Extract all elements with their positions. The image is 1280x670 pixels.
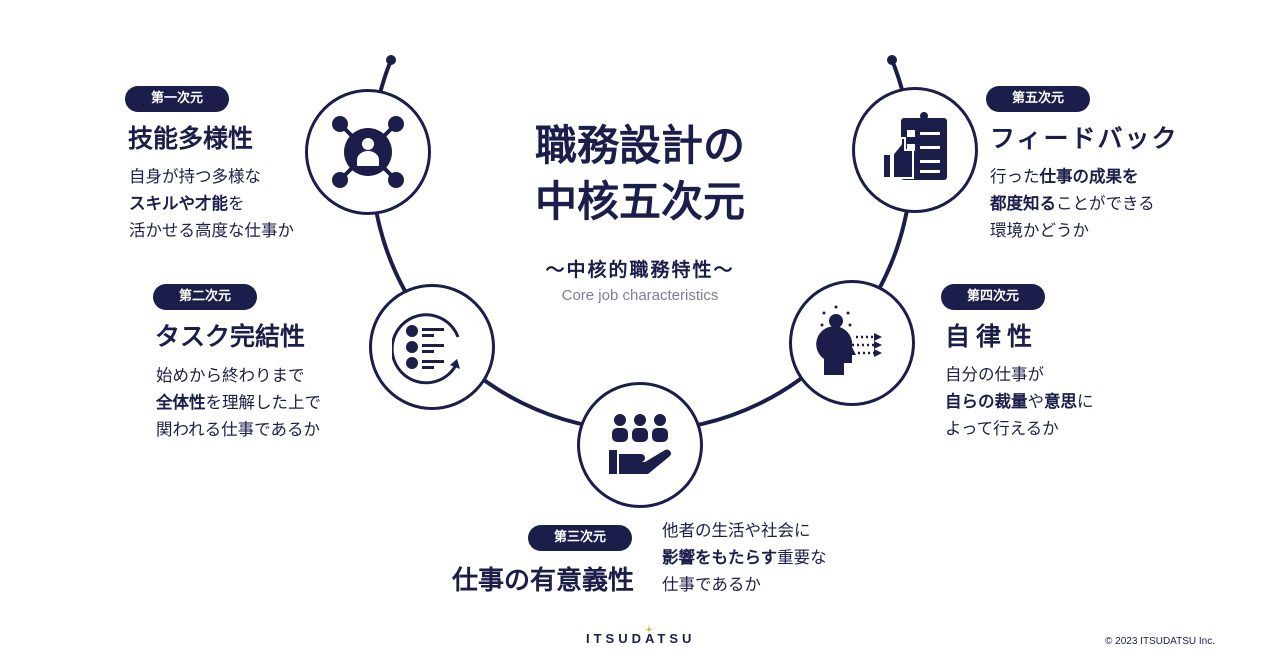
desc-emphasis: 影響をもたらす (662, 548, 778, 567)
desc-text: 自身が持つ多様な (129, 167, 261, 186)
title-dimension-1: 技能多様性 (128, 124, 254, 153)
badge-dimension-5: 第五次元 (986, 86, 1090, 112)
logo-star-icon (644, 625, 654, 633)
network-person-icon (332, 116, 404, 188)
desc-text: 活かせる高度な仕事か (129, 221, 294, 240)
desc-line: 自らの裁量や意思に (945, 388, 1094, 415)
title-dimension-5: フィードバック (990, 124, 1179, 153)
desc-text: 重要な (777, 548, 827, 567)
node-dimension-1 (305, 89, 431, 215)
desc-line: 全体性を理解した上で (156, 389, 321, 416)
desc-line: 自身が持つ多様な (129, 163, 294, 190)
node-dimension-5 (852, 87, 978, 213)
desc-dimension-5: 行った仕事の成果を都度知ることができる環境かどうか (990, 163, 1155, 244)
title-dimension-2: タスク完結性 (155, 322, 306, 351)
desc-line: 自分の仕事が (945, 361, 1094, 388)
desc-line: よって行えるか (945, 415, 1094, 442)
copyright: © 2023 ITSUDATSU Inc. (1105, 636, 1215, 647)
title-line-2: 中核五次元 (534, 177, 745, 226)
desc-line: 行った仕事の成果を (990, 163, 1155, 190)
subtitle: 〜中核的職務特性〜 (545, 259, 735, 281)
desc-line: 活かせる高度な仕事か (129, 217, 294, 244)
desc-text: や (1027, 392, 1045, 411)
desc-line: 仕事であるか (662, 571, 827, 598)
desc-line: 環境かどうか (990, 217, 1155, 244)
people-hand-icon (609, 414, 671, 474)
desc-line: 始めから終わりまで (156, 362, 321, 389)
page-title: 職務設計の 中核五次元 (440, 118, 840, 230)
logo-text: ITSUDATSU (586, 631, 696, 646)
node-dimension-3 (577, 382, 703, 508)
desc-line: 都度知ることができる (990, 190, 1155, 217)
desc-text: を (228, 194, 245, 213)
desc-dimension-2: 始めから終わりまで全体性を理解した上で関われる仕事であるか (156, 362, 321, 443)
node-dimension-2 (369, 284, 495, 410)
desc-text: よって行えるか (945, 419, 1059, 438)
badge-dimension-2: 第二次元 (153, 284, 257, 310)
desc-emphasis: 全体性 (156, 393, 206, 412)
desc-text: 自分の仕事が (945, 365, 1044, 384)
desc-text: 関われる仕事であるか (156, 420, 321, 439)
desc-text: 行った (990, 167, 1040, 186)
company-logo: ITSUDATSU (586, 625, 696, 646)
desc-text: 仕事であるか (662, 575, 761, 594)
clipboard-thumbsup-icon (882, 112, 947, 180)
desc-text: 他者の生活や社会に (662, 521, 811, 540)
badge-dimension-1: 第一次元 (125, 86, 229, 112)
arc-end-dot-right (887, 55, 897, 65)
desc-line: 影響をもたらす重要な (662, 544, 827, 571)
title-dimension-3: 仕事の有意義性 (451, 566, 634, 596)
desc-emphasis: 意思 (1044, 392, 1077, 411)
badge-dimension-4: 第四次元 (941, 284, 1045, 310)
desc-line: 関われる仕事であるか (156, 416, 321, 443)
arc-end-dot-left (386, 55, 396, 65)
checklist-cycle-icon (392, 313, 460, 385)
desc-line: 他者の生活や社会に (662, 517, 827, 544)
desc-text: 始めから終わりまで (156, 366, 305, 385)
title-dimension-4: 自律性 (945, 322, 1039, 351)
node-dimension-4 (789, 280, 915, 406)
desc-emphasis: 自らの裁量 (945, 392, 1028, 411)
badge-dimension-3: 第三次元 (528, 525, 632, 551)
desc-line: スキルや才能を (129, 190, 294, 217)
head-idea-icon (816, 305, 882, 375)
desc-emphasis: 都度知る (990, 194, 1056, 213)
desc-dimension-1: 自身が持つ多様なスキルや才能を活かせる高度な仕事か (129, 163, 294, 244)
desc-emphasis: スキルや才能 (129, 194, 228, 213)
desc-text: に (1077, 392, 1094, 411)
desc-text: を理解した上で (205, 393, 322, 412)
desc-text: ことができる (1056, 194, 1155, 213)
desc-dimension-4: 自分の仕事が自らの裁量や意思によって行えるか (945, 361, 1094, 442)
desc-emphasis: 仕事の成果を (1039, 167, 1139, 186)
desc-dimension-3: 他者の生活や社会に影響をもたらす重要な仕事であるか (662, 517, 827, 598)
title-line-1: 職務設計の (534, 121, 745, 170)
subtitle-english: Core job characteristics (561, 287, 719, 304)
desc-text: 環境かどうか (990, 221, 1089, 240)
